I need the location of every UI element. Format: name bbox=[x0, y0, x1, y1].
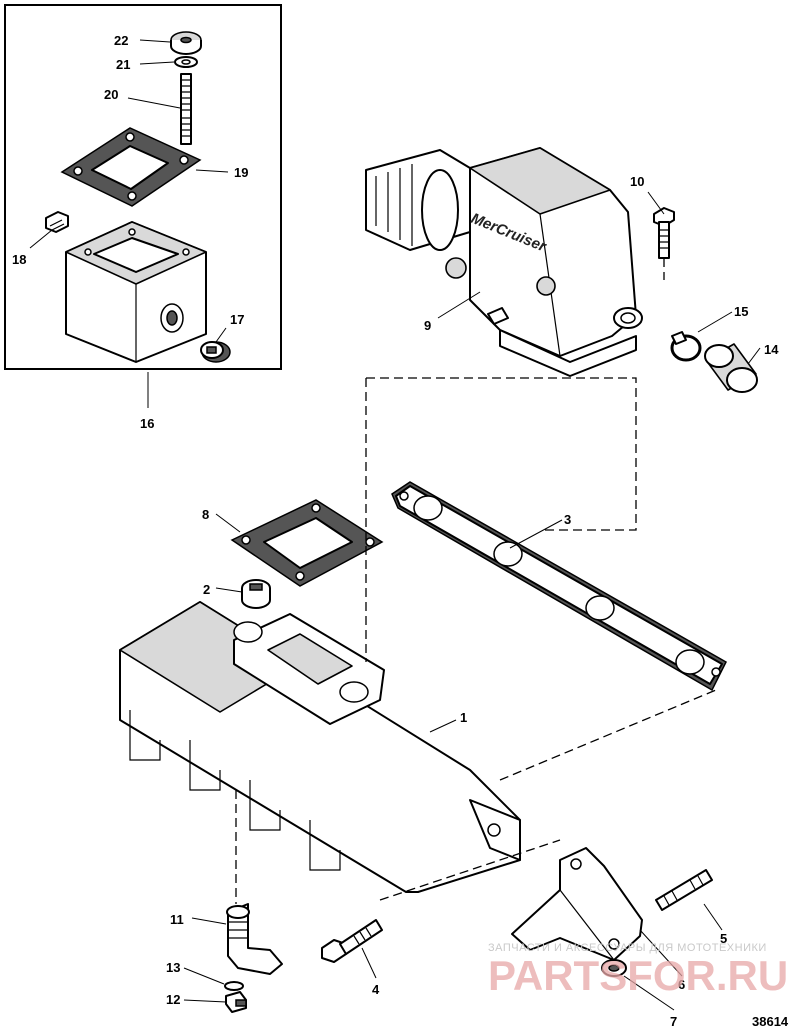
oring-part-13 bbox=[224, 981, 244, 991]
callout-8: 8 bbox=[202, 507, 209, 522]
bolt-part-10 bbox=[653, 207, 675, 259]
callout-18: 18 bbox=[12, 252, 26, 267]
fitting-part-11 bbox=[226, 903, 283, 975]
callout-13: 13 bbox=[166, 960, 180, 975]
fitting-part-12 bbox=[225, 991, 247, 1013]
callout-19: 19 bbox=[234, 165, 248, 180]
gasket-part-19 bbox=[60, 127, 202, 207]
callout-1: 1 bbox=[460, 710, 467, 725]
elbow-part-9: MerCruiser bbox=[365, 147, 643, 377]
watermark-logo: PARTSFOR.RU bbox=[488, 952, 788, 999]
callout-10: 10 bbox=[630, 174, 644, 189]
callout-16: 16 bbox=[140, 416, 154, 431]
manifold-part-1 bbox=[119, 601, 521, 893]
hose-part-14 bbox=[704, 343, 758, 393]
assembly-line bbox=[379, 839, 561, 901]
gasket-part-3 bbox=[391, 481, 727, 692]
assembly-line bbox=[366, 377, 637, 531]
gasket-part-8 bbox=[230, 499, 384, 587]
leader-lines bbox=[29, 39, 761, 1011]
stud-part-20 bbox=[180, 73, 192, 145]
figure-number: 38614 bbox=[752, 1014, 789, 1029]
callout-6: 6 bbox=[678, 977, 685, 992]
callout-11: 11 bbox=[170, 912, 184, 927]
callout-3: 3 bbox=[564, 512, 571, 527]
assembly-line bbox=[499, 689, 717, 781]
callout-20: 20 bbox=[104, 87, 118, 102]
callout-17: 17 bbox=[230, 312, 244, 327]
callout-2: 2 bbox=[203, 582, 210, 597]
callout-5: 5 bbox=[720, 931, 727, 946]
clamp-part-15 bbox=[670, 331, 702, 362]
callout-9: 9 bbox=[424, 318, 431, 333]
callout-7: 7 bbox=[670, 1014, 677, 1029]
nut-part-7 bbox=[601, 959, 627, 977]
callout-12: 12 bbox=[166, 992, 180, 1007]
callout-15: 15 bbox=[734, 304, 748, 319]
nut-part-22 bbox=[170, 31, 202, 55]
watermark-subtitle: ЗАПЧАСТИ И АКСЕССУАРЫ ДЛЯ МОТОТЕХНИКИ bbox=[488, 942, 767, 954]
callout-21: 21 bbox=[116, 57, 130, 72]
plug-part-17 bbox=[200, 341, 231, 363]
stud-part-5 bbox=[655, 869, 713, 911]
plug-part-2 bbox=[241, 579, 271, 609]
callout-4: 4 bbox=[372, 982, 380, 997]
plug-part-18 bbox=[45, 211, 69, 233]
bolt-part-4 bbox=[321, 919, 383, 963]
callout-14: 14 bbox=[764, 342, 779, 357]
inset-frame bbox=[4, 4, 282, 370]
callout-22: 22 bbox=[114, 33, 128, 48]
riser-part-16 bbox=[65, 221, 207, 363]
washer-part-21 bbox=[174, 56, 198, 68]
